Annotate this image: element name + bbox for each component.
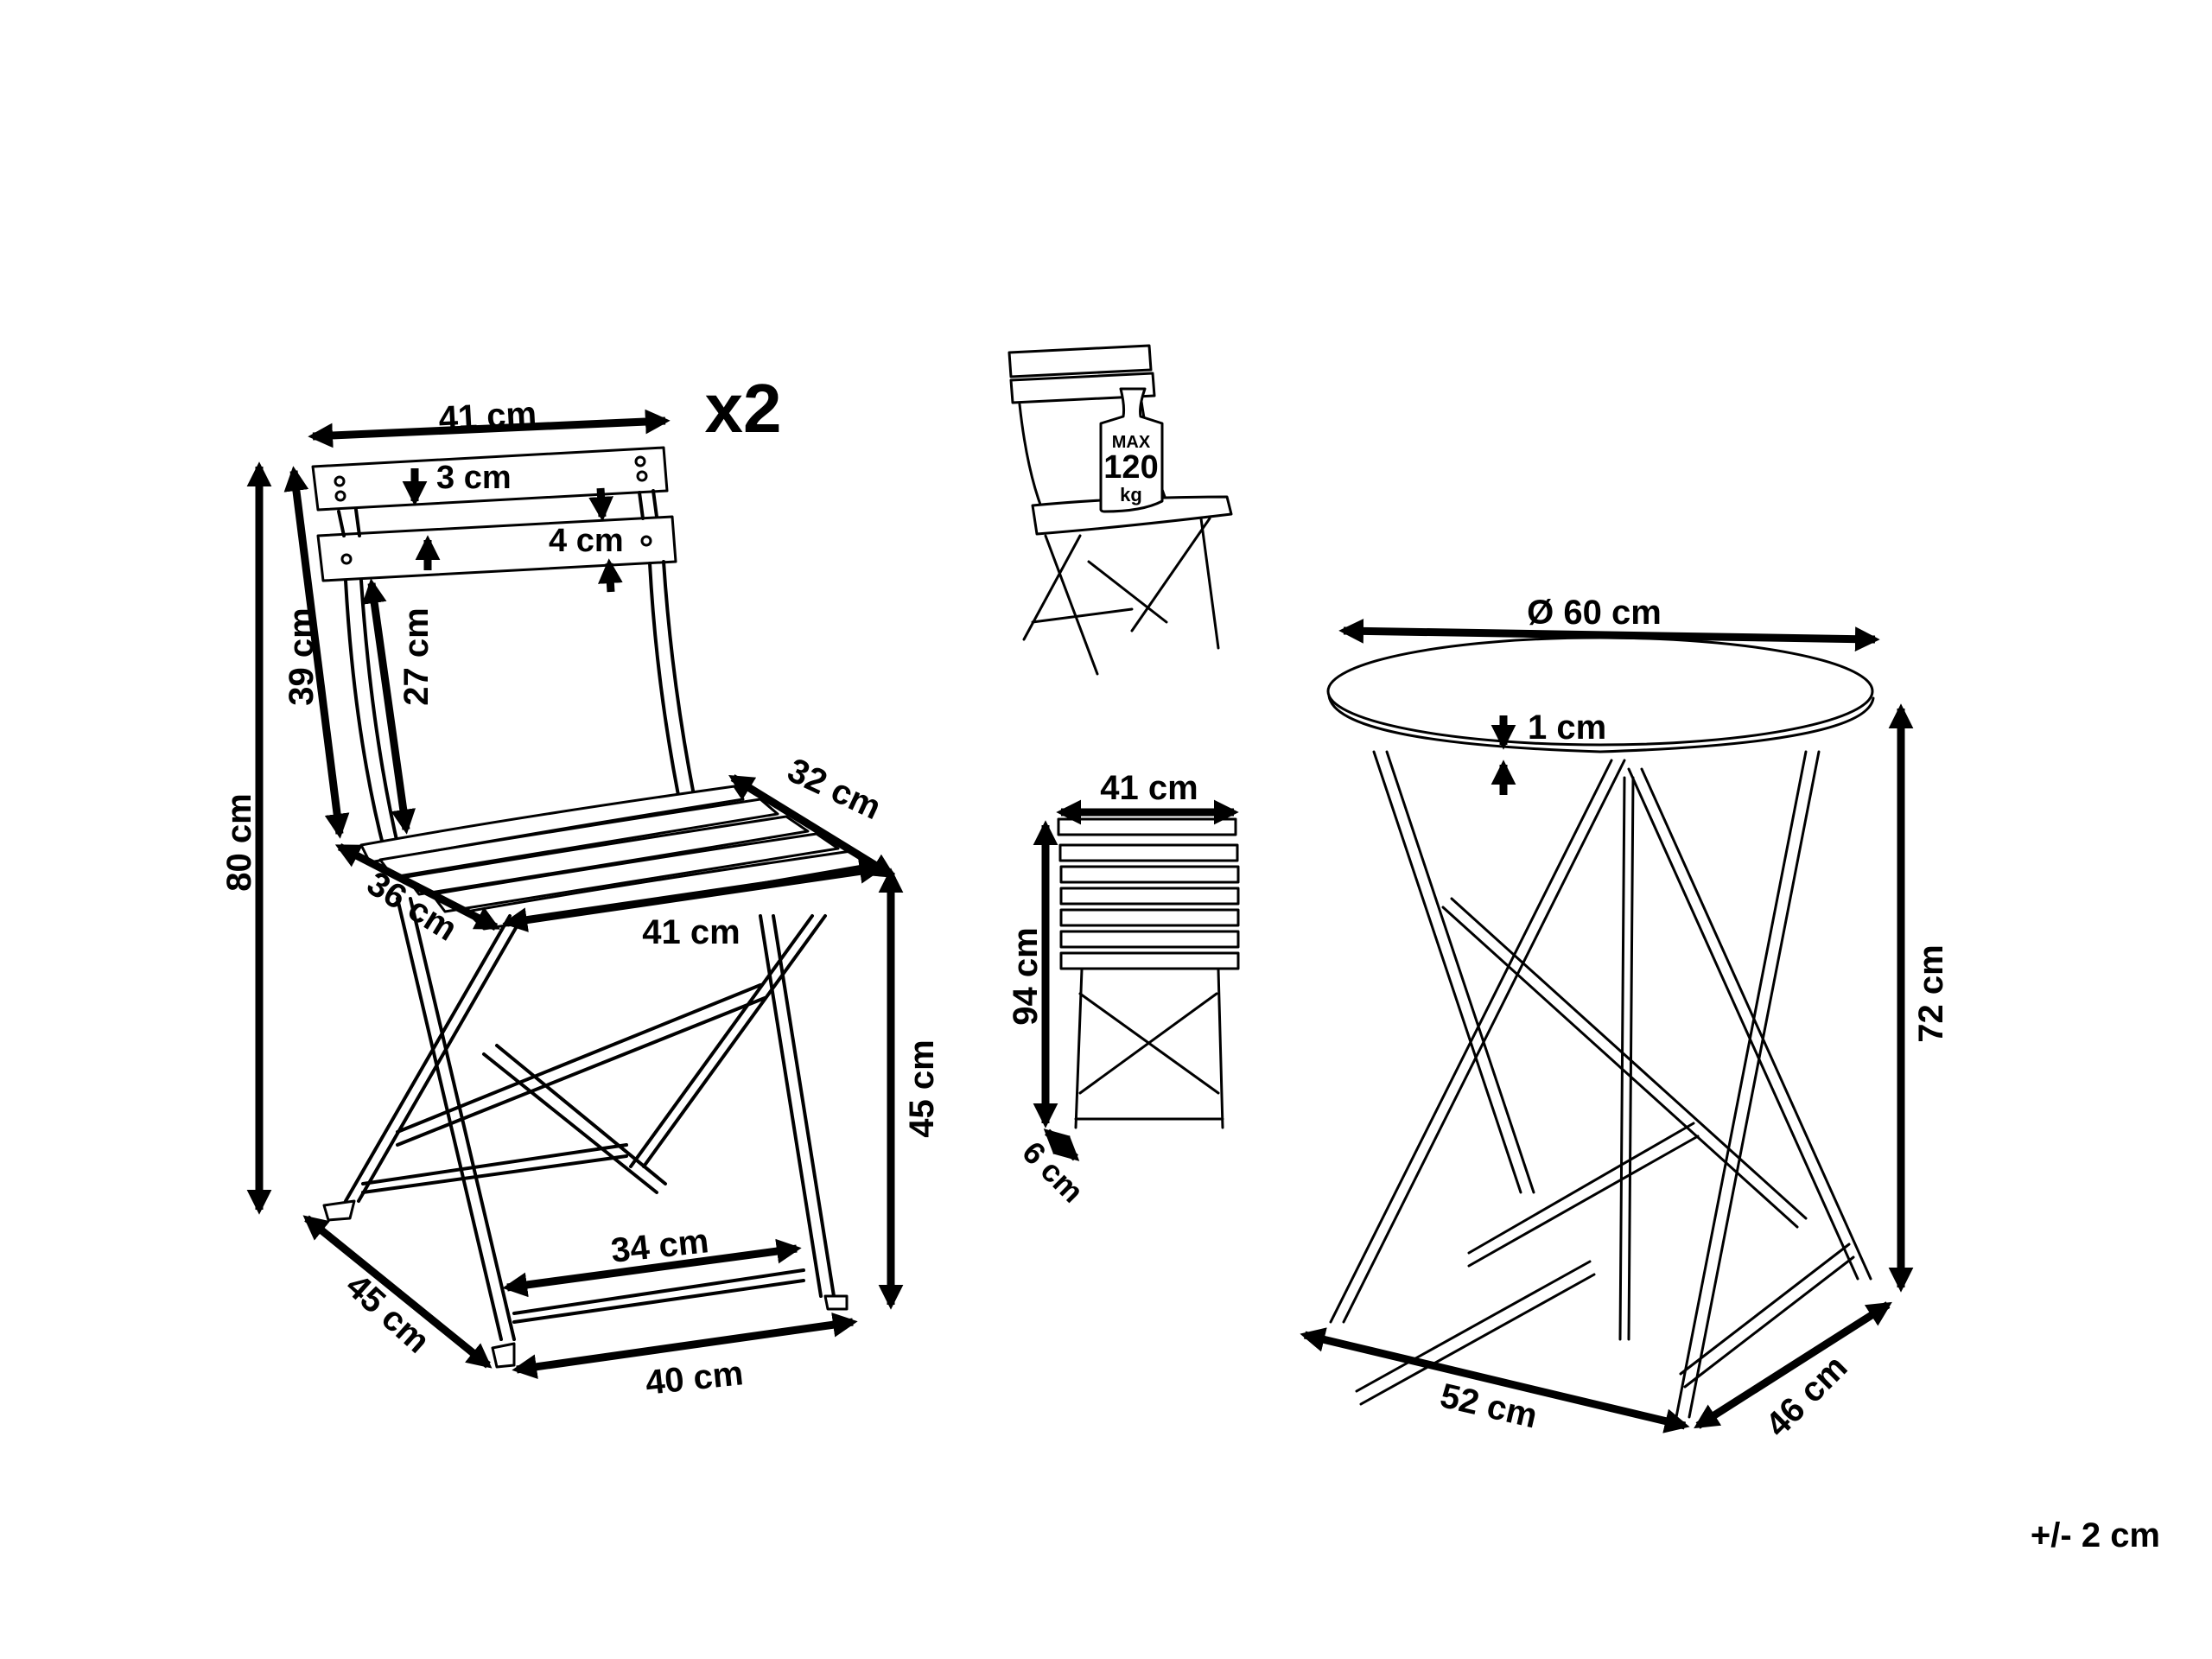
table-base-depth-label: 46 cm xyxy=(1758,1348,1854,1444)
folded-chair-drawing: 41 cm 94 cm 6 cm xyxy=(1007,769,1240,1210)
table-diameter-label: Ø 60 cm xyxy=(1527,594,1662,632)
chair-top-slat-label: 3 cm xyxy=(436,460,512,496)
load-unit-label: kg xyxy=(1120,484,1142,505)
chair-base-width-label: 40 cm xyxy=(644,1354,745,1402)
weight-icon xyxy=(1099,387,1164,513)
folded-height-label: 94 cm xyxy=(1007,927,1045,1025)
chair-back-height-label: 39 cm xyxy=(283,607,321,705)
chair-seat-height-label: 45 cm xyxy=(903,1039,941,1137)
chair-drawing: 41 cm x2 3 cm 4 cm 39 cm 27 cm 80 cm 32 … xyxy=(220,370,941,1402)
quantity-label: x2 xyxy=(705,370,782,447)
folded-thickness-label: 6 cm xyxy=(1015,1135,1090,1210)
table-thickness-label: 1 cm xyxy=(1528,709,1606,747)
folded-width-label: 41 cm xyxy=(1100,769,1198,807)
table-drawing: Ø 60 cm 1 cm 72 cm 52 cm 46 cm xyxy=(1300,594,1950,1444)
chair-back-opening-label: 27 cm xyxy=(397,607,435,705)
chair-slat-gap-label: 4 cm xyxy=(549,523,624,559)
load-value-label: 120 xyxy=(1103,449,1158,486)
chair-seat-width-label: 41 cm xyxy=(642,913,740,951)
chair-back-width-label: 41 cm xyxy=(438,395,538,438)
load-capacity-illustration: MAX 120 kg xyxy=(1007,344,1233,676)
table-height-label: 72 cm xyxy=(1912,944,1950,1042)
tolerance-label: +/- 2 cm xyxy=(2031,1516,2160,1554)
chair-total-height-label: 80 cm xyxy=(220,793,258,891)
load-max-label: MAX xyxy=(1112,433,1151,452)
